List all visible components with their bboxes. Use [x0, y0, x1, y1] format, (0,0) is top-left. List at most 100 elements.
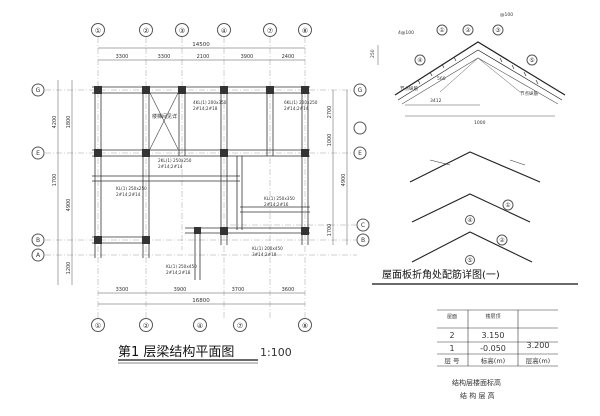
beam-rebar: 2#14;2#16 — [264, 202, 289, 207]
dim-bottom-1: 3300 — [116, 287, 129, 293]
beam-label: KL(1) 250x450 — [166, 264, 197, 269]
dim-top-1: 3300 — [116, 54, 129, 60]
axis-top-6: ⑧ — [302, 27, 308, 35]
beam-rebar: 2#14;2#14 — [284, 106, 309, 111]
dim-right-3: 4900 — [341, 174, 347, 187]
dim-top-4: 3900 — [241, 54, 254, 60]
table-header-floor: 层 号 — [444, 357, 460, 365]
axis-right-e: E — [358, 150, 362, 157]
axis-bottom-4: ④ — [197, 322, 203, 330]
axis-right-c: C — [361, 222, 365, 229]
beam-label: KL(1) 200x450 — [252, 246, 283, 251]
dim-top-5: 2400 — [282, 54, 295, 60]
table-elev-1: -0.050 — [480, 344, 506, 353]
beam-annotations: 4KL(1) 200x350 2#14;2#18 6KL(1) 200x250 … — [116, 100, 318, 275]
table-header-height: 层高(m) — [526, 356, 550, 365]
shape-marker-2: ② — [499, 237, 505, 244]
detail-marker-2: ② — [465, 27, 471, 34]
dim-top-2: 3300 — [158, 54, 171, 60]
stair-well — [149, 92, 179, 150]
axis-top-2: ② — [143, 27, 149, 35]
beam-label: KL(1) 250x350 — [264, 196, 295, 201]
dim-left-3: 4900 — [66, 199, 72, 212]
plan-scale: 1:100 — [260, 346, 292, 359]
detail-marker-5: ⑤ — [529, 57, 534, 64]
dim-top-total: 14500 — [192, 42, 210, 48]
dim-right-1: 2700 — [327, 106, 333, 119]
detail-marker-1: ① — [439, 27, 444, 34]
shape-marker-3: ④ — [467, 217, 472, 224]
dim-right-2: 1000 — [327, 134, 333, 147]
table-elev-2: 3.150 — [482, 331, 505, 340]
beam-rebar: 2#14;2#18 — [193, 106, 218, 111]
dim-left-1: 4200 — [52, 116, 58, 129]
detail-dim-3: 3412 — [430, 98, 442, 104]
axis-bubbles-bottom: ① ② ④ ⑦ ⑧ — [91, 318, 312, 332]
columns — [94, 86, 309, 244]
detail-note-2: 节点纵筋 — [520, 90, 538, 97]
beam-label: 6KL(1) 200x250 — [284, 100, 318, 105]
table-header-elev: 标高(m) — [481, 356, 505, 365]
rebar-shape-markers: ① ② ④ ⑤ — [465, 199, 514, 265]
dim-left-5: 1200 — [66, 262, 72, 275]
rebar-shapes — [409, 151, 541, 263]
detail-dim-5: 560 — [437, 76, 446, 82]
shape-marker-1: ① — [505, 202, 510, 209]
table-caption-1: 结构层楼面标高 — [452, 378, 501, 387]
dim-bottom-3: 3700 — [232, 287, 245, 293]
detail-marker-3: ③ — [495, 27, 500, 34]
ridge-detail: ① ② ③ ④ ⑤ 4@100 @100 3412 1000 560 250 节… — [370, 12, 566, 126]
axis-top-1: ① — [95, 27, 101, 35]
detail-dim-1: 4@100 — [398, 30, 414, 36]
beam-label: KL(1) 250x250 — [116, 186, 147, 191]
dim-bottom-total: 16800 — [192, 298, 210, 304]
table-floor-1: 1 — [449, 344, 454, 353]
axis-left-g: G — [36, 87, 41, 94]
dim-left-4: 1700 — [52, 174, 58, 187]
axis-bottom-2: ② — [143, 322, 149, 330]
dims-bottom: 3300 3900 3700 3600 16800 — [98, 287, 305, 305]
plan-title: 第1 层梁结构平面图 — [118, 345, 234, 360]
axis-bottom-6: ⑧ — [302, 322, 308, 330]
beam-rebar: 2#14;2#14 — [116, 192, 141, 197]
table-top-floor: 屋面 — [447, 314, 457, 320]
beam-rebar: 2#14;2#14 — [158, 164, 183, 169]
table-height-1: 3.200 — [527, 341, 550, 350]
beam-rebar: 2#14;2#18 — [166, 270, 191, 275]
axis-top-5: ⑦ — [267, 27, 273, 35]
axis-bubbles-top: ① ② ③ ④ ⑦ ⑧ — [91, 23, 312, 37]
axis-right-g: G — [358, 87, 363, 94]
detail-dim-6: 250 — [370, 49, 376, 58]
elevation-table — [437, 309, 558, 367]
dims-top: 14500 3300 3300 2100 3900 2400 — [98, 42, 305, 61]
beam-label: 2KL(1) 250x250 — [158, 158, 192, 163]
beam-grid — [92, 86, 310, 280]
dims-left: 4200 1800 4900 1700 1200 — [52, 80, 73, 285]
detail-dim-4: 1000 — [474, 120, 486, 126]
dim-bottom-2: 3900 — [174, 287, 187, 293]
detail-marker-4: ④ — [417, 57, 422, 64]
detail-title: 屋面板折角处配筋详图(一) — [382, 268, 500, 281]
axis-bottom-1: ① — [95, 322, 101, 330]
axis-right-b: B — [361, 237, 365, 244]
beam-rebar: 3#14;2#18 — [252, 252, 277, 257]
axis-bottom-5: ⑦ — [237, 322, 243, 330]
detail-note-1: 节点纵筋 — [400, 85, 418, 92]
axis-lines-vertical — [97, 37, 306, 318]
axis-top-3: ③ — [179, 27, 185, 35]
dims-right: 2700 1000 4900 1700 — [327, 90, 348, 245]
table-top-elev: 楼层顶 — [485, 313, 500, 320]
axis-left-e: E — [36, 150, 40, 157]
axis-bubbles-left: G E B A — [31, 83, 45, 262]
dim-right-4: 1700 — [327, 224, 333, 237]
table-floor-2: 2 — [449, 331, 454, 340]
detail-dim-2: @100 — [500, 12, 513, 18]
table-caption-2: 结 构 层 高 — [460, 391, 495, 400]
beam-label: 4KL(1) 200x350 — [193, 100, 227, 105]
axis-bubbles-right: G E C B — [353, 83, 370, 247]
axis-left-b: B — [36, 237, 40, 244]
axis-left-a: A — [36, 252, 41, 259]
dim-left-2: 1800 — [66, 116, 72, 129]
axis-top-4: ④ — [221, 27, 227, 35]
